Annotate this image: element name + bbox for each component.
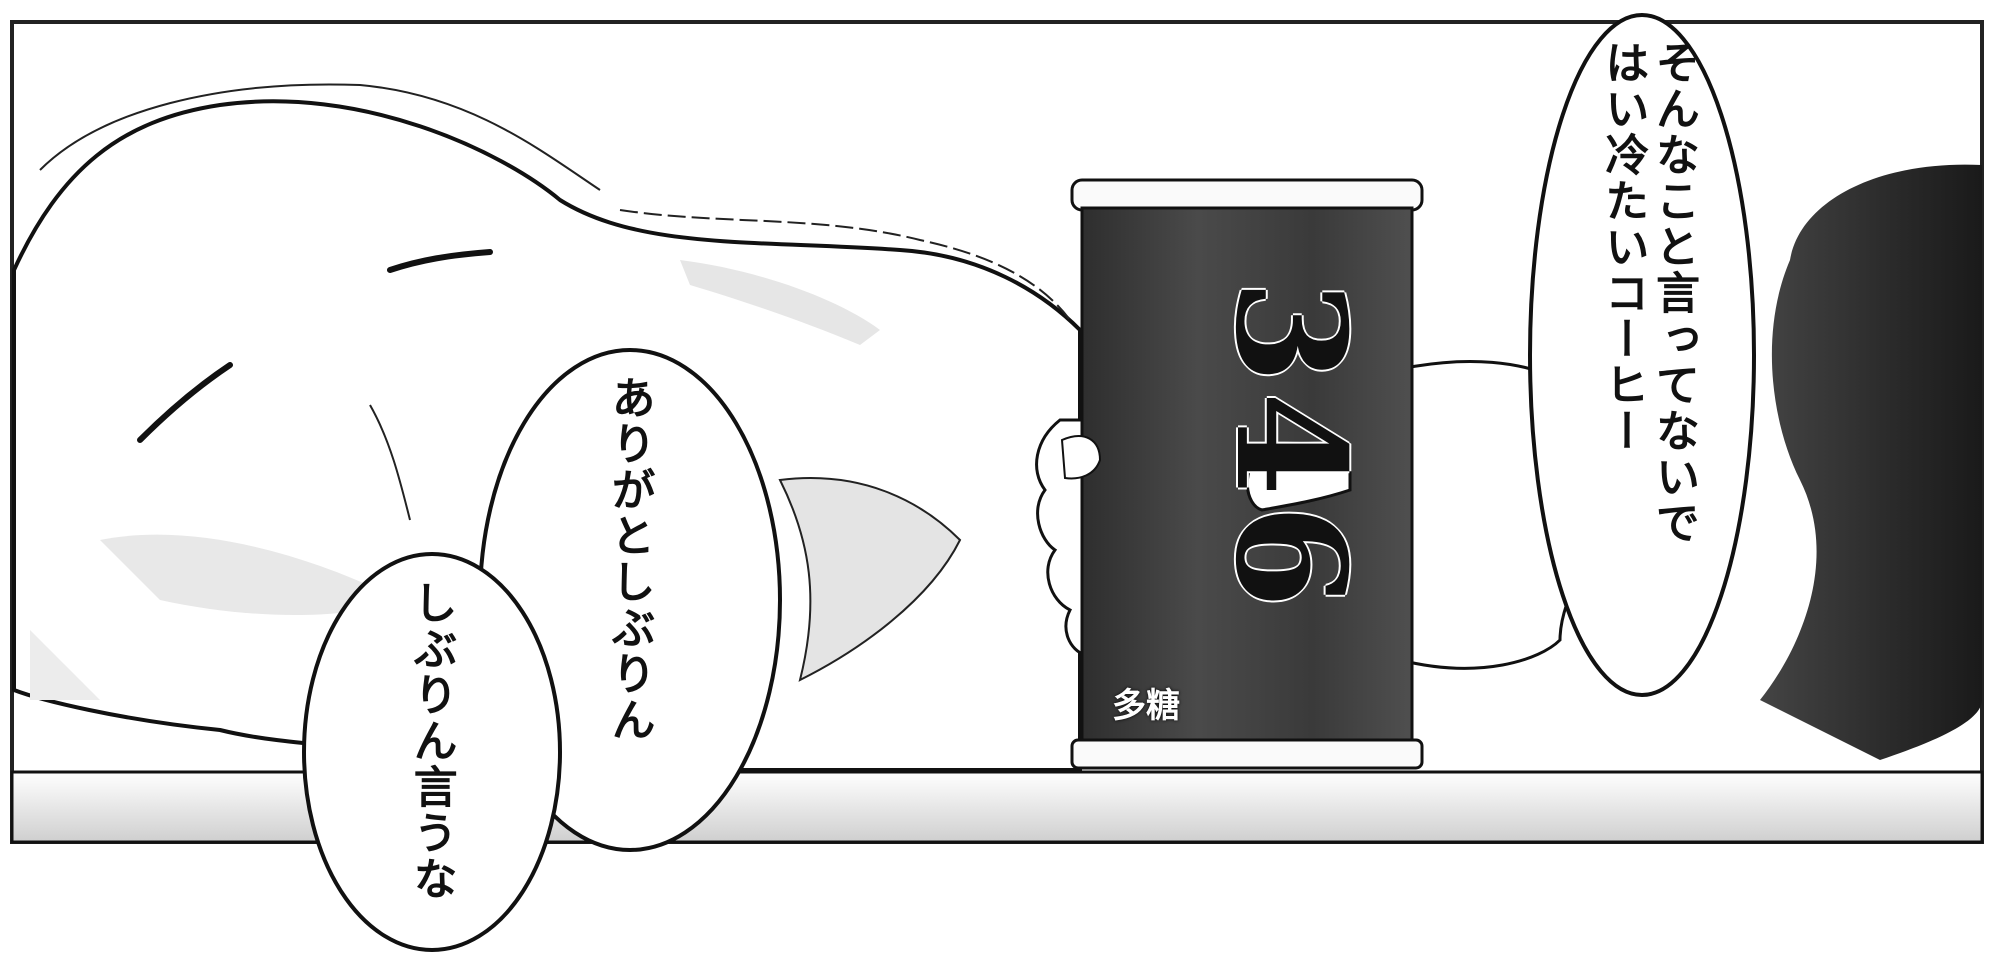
blanket-shade [30, 630, 100, 700]
speech-line: ありがとしぶりん [603, 375, 655, 743]
fold-line [369, 404, 411, 521]
speech-bubble-bottom-left [302, 552, 562, 952]
speech-text-bottom-left: しぶりん言うな [405, 580, 457, 902]
speech-text-middle: ありがとしぶりん [603, 375, 655, 743]
speech-line: しぶりん言うな [405, 580, 457, 902]
fingers-shape [1245, 441, 1352, 512]
speech-text-top-right: そんなこと言ってないで はい冷たいコーヒー [1588, 40, 1699, 640]
hair-shape [1760, 164, 1982, 760]
can-number-text: 346 [1202, 279, 1378, 617]
fold-line [387, 249, 493, 273]
blanket-outline-sketch [39, 83, 601, 191]
speech-bubble-top-right [1528, 13, 1756, 697]
blanket-shade [778, 477, 962, 682]
blanket-shade [100, 534, 400, 615]
thumb-shape [1060, 435, 1102, 480]
speech-line: そんなこと言ってないで [1648, 40, 1699, 546]
blanket-outline-sketch [619, 209, 1071, 321]
can-top-rim [1070, 178, 1424, 212]
fold-line [137, 362, 233, 443]
blanket-shade [680, 260, 880, 345]
can-sugar-label: 多糖 [1112, 686, 1180, 726]
can-bottom-rim [1070, 738, 1424, 770]
speech-line: はい冷たいコーヒー [1597, 40, 1649, 454]
